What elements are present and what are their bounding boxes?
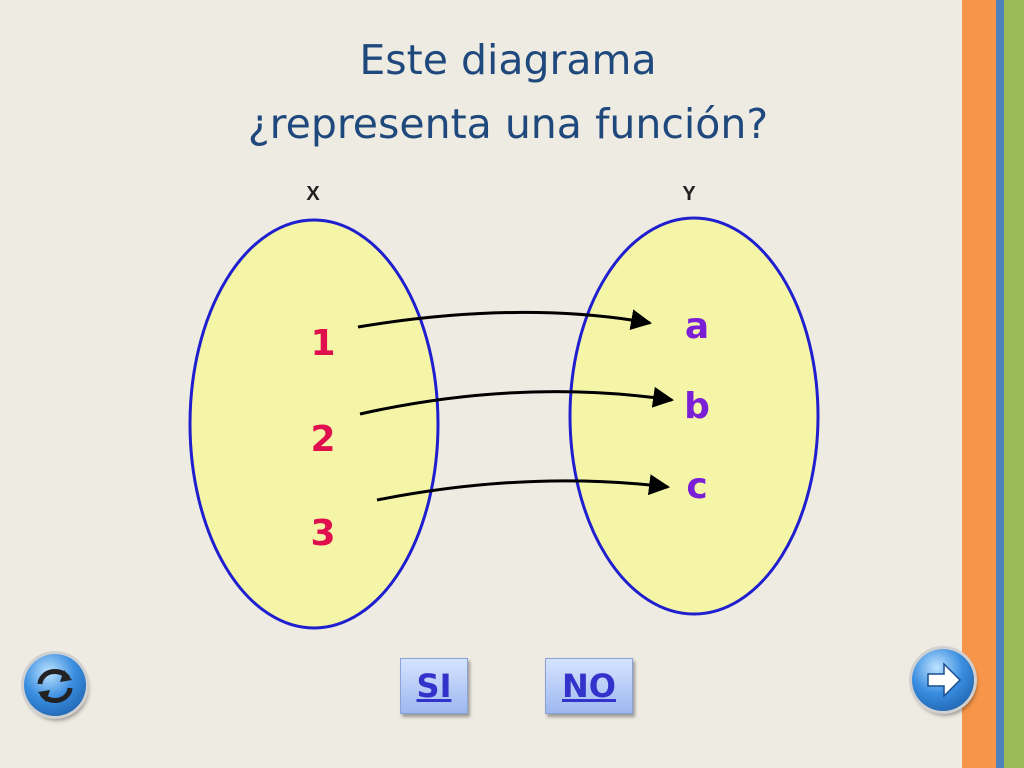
arrow-right-icon xyxy=(927,662,962,698)
decorative-bar-orange xyxy=(962,0,996,768)
title-line-2: ¿representa una función? xyxy=(247,100,769,148)
refresh-icon xyxy=(37,668,73,704)
yes-button[interactable]: SI xyxy=(400,658,468,714)
set-x-ellipse xyxy=(188,218,440,630)
decorative-bar-green xyxy=(1004,0,1024,768)
next-button[interactable] xyxy=(912,649,974,711)
title-line-1: Este diagrama xyxy=(359,36,657,84)
domain-element-3: 3 xyxy=(310,513,335,554)
codomain-element-c: c xyxy=(686,466,707,507)
domain-element-1: 1 xyxy=(310,323,335,364)
decorative-bar-blue xyxy=(996,0,1004,768)
mapping-arrow-2-b xyxy=(359,386,675,416)
codomain-element-a: a xyxy=(685,306,709,347)
slide-title: Este diagrama ¿representa una función? xyxy=(0,28,1016,156)
domain-element-2: 2 xyxy=(310,419,335,460)
set-x-label: X xyxy=(306,183,320,205)
codomain-element-b: b xyxy=(684,386,710,427)
back-button[interactable] xyxy=(24,654,86,716)
mapping-arrow-1-a xyxy=(357,309,653,331)
no-button[interactable]: NO xyxy=(545,658,633,714)
mapping-arrow-3-c xyxy=(376,474,671,502)
set-y-label: Y xyxy=(682,183,696,205)
